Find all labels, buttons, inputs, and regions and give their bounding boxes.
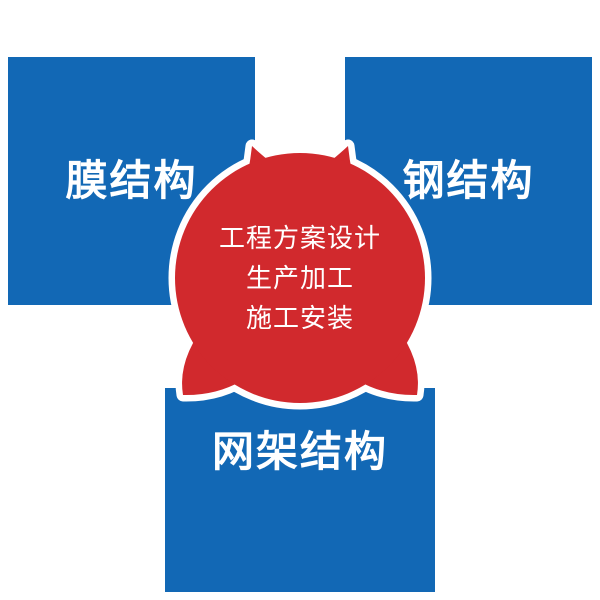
box-membrane-label: 膜结构 xyxy=(65,157,198,204)
center-badge-text: 工程方案设计 生产加工 施工安装 xyxy=(150,218,450,338)
center-line-3: 施工安装 xyxy=(245,303,354,333)
box-grid-structure: 网架结构 xyxy=(165,388,435,592)
center-line-2: 生产加工 xyxy=(245,263,354,293)
box-steel-label: 钢结构 xyxy=(402,157,535,204)
center-line-1: 工程方案设计 xyxy=(218,223,381,253)
box-grid-label: 网架结构 xyxy=(211,428,388,475)
